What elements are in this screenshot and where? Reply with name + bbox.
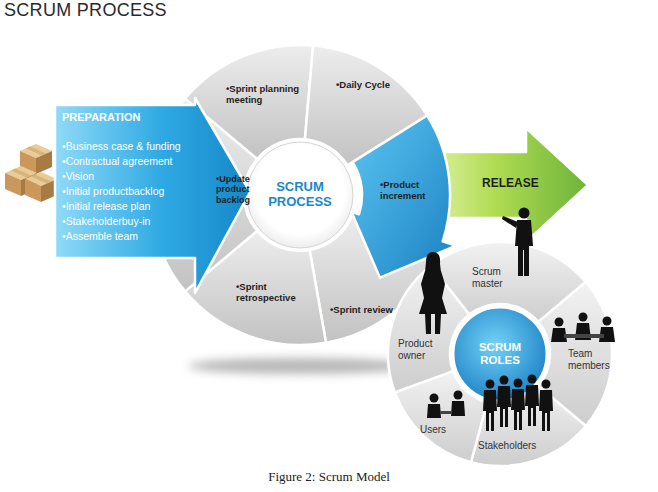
- role-segment-shape: [388, 266, 469, 393]
- cardboard-box: [20, 144, 52, 174]
- process-step-shape: [150, 99, 257, 292]
- preparation-arrow-text: •Contractual agreement: [62, 156, 202, 168]
- product-increment-arrow-text: •Product increment: [380, 180, 436, 202]
- role-segment-text: Scrum master: [472, 266, 520, 289]
- preparation-arrow-text: PREPARATION: [62, 111, 212, 123]
- process-hub: SCRUM PROCESS: [247, 142, 353, 248]
- process-hub-text: SCRUM PROCESS: [261, 180, 339, 210]
- preparation-arrow-text: •Business case & funding: [62, 141, 202, 153]
- role-segment-outline: [469, 384, 588, 468]
- process-step-shape: [185, 231, 326, 345]
- role-segment: Product owner: [386, 263, 472, 395]
- role-segment-text: Users: [420, 424, 456, 436]
- process-step-text: •Sprint review: [330, 305, 410, 316]
- roles-hub-shape: [453, 307, 547, 401]
- role-segment: Stakeholders: [469, 384, 588, 468]
- role-segment-text: Team members: [568, 348, 618, 371]
- preparation-arrow-text: •Vision: [62, 171, 202, 183]
- diagram-title: SCRUM PROCESS: [4, 0, 167, 21]
- ring-shadow: [188, 358, 412, 374]
- roles-hub: SCRUM ROLES: [453, 307, 547, 401]
- release-arrow-shape: [400, 128, 588, 242]
- preparation-arrow-text: •Assemble team: [62, 231, 202, 243]
- product-increment-arrow: •Product increment: [349, 113, 458, 280]
- cardboard-box: [5, 166, 37, 196]
- role-segment-outline: [386, 263, 472, 395]
- process-hub-shape: [247, 142, 353, 248]
- cardboard-box: [25, 172, 57, 202]
- process-step-text: •Daily Cycle: [336, 80, 406, 91]
- process-step-text: •Sprint retrospective: [236, 282, 312, 304]
- process-step-text: •Update product backlog: [216, 174, 258, 205]
- process-step-shape: [185, 45, 313, 159]
- preparation-arrow-text: •Initial productbacklog: [62, 186, 202, 198]
- roles-hub-outline: [453, 307, 547, 401]
- figure-caption: Figure 2: Scrum Model: [0, 469, 658, 485]
- release-arrow-text: RELEASE: [482, 177, 562, 191]
- roles-hub-text: SCRUM ROLES: [465, 341, 535, 367]
- process-step-text: •Sprint planning meeting: [226, 84, 310, 106]
- role-segment-text: Product owner: [398, 338, 446, 361]
- role-segment-shape: [471, 386, 586, 466]
- preparation-arrow-text: •Stakeholderbuy-in: [62, 216, 202, 228]
- role-segment-text: Stakeholders: [478, 440, 550, 452]
- preparation-arrow-text: •Initial release plan: [62, 201, 202, 213]
